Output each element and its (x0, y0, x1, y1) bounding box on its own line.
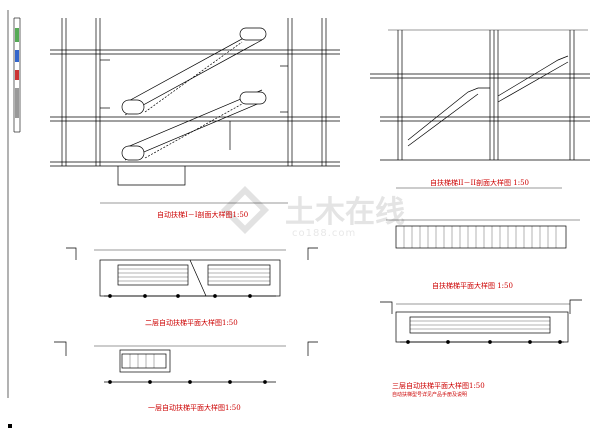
watermark-text: 土木在线 (285, 195, 405, 230)
plan-2f (66, 247, 318, 298)
plan-3f-title: 三层自动扶梯平面大样图1:50 (392, 381, 485, 390)
plan-2f-title: 二层自动扶梯平面大样图1:50 (145, 318, 238, 327)
title-block-strip (7, 10, 21, 398)
section-2-title: 自扶梯梯II－II剖面大样图 1:50 (430, 178, 529, 187)
corner-mark (8, 424, 12, 428)
plan-1f (54, 341, 318, 384)
plan-3f (380, 299, 582, 344)
section-2-stair (370, 29, 590, 189)
watermark: 土木在线 co188.com (220, 185, 405, 239)
watermark-url: co188.com (292, 228, 356, 239)
section-1-escalator (50, 18, 340, 204)
plan-stair (386, 219, 580, 249)
section-1-title: 自动扶梯I－I剖面大样图1:50 (157, 210, 248, 219)
watermark-logo-icon (220, 185, 270, 235)
plan-3f-note: 自动扶梯型号详见产品手册及说明 (392, 391, 467, 398)
plan-stair-title: 自扶梯梯平面大样图 1:50 (432, 281, 513, 290)
plan-1f-title: 一层自动扶梯平面大样图1:50 (148, 403, 241, 412)
